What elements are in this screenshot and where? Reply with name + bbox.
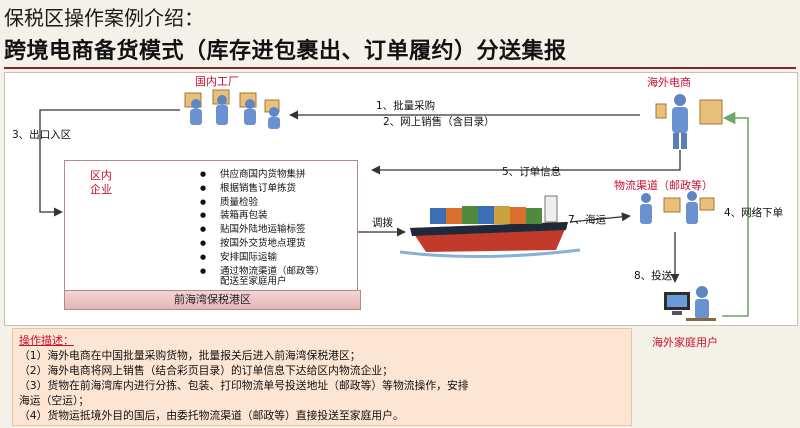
node-domestic-factory: 国内工厂 xyxy=(195,75,239,88)
page-title-intro: 保税区操作案例介绍： xyxy=(4,6,204,30)
title-divider xyxy=(4,67,796,69)
node-overseas-household: 海外家庭用户 xyxy=(652,336,718,349)
node-zone-enterprise-line2: 企业 xyxy=(90,183,112,196)
arrow-order-info xyxy=(371,150,681,175)
household-user-icon xyxy=(664,286,716,321)
bonded-zone-label: 前海湾保税港区 xyxy=(64,290,361,310)
operation-description: 操作描述： （1）海外电商在中国批量采购货物，批量报关后进入前海湾保税港区； （… xyxy=(12,328,632,426)
zone-step-continuation: 配送至家庭用户 xyxy=(220,276,287,288)
zone-step: 根据销售订单拣货 xyxy=(200,182,325,196)
flow-label-6: 调拨 xyxy=(372,217,393,229)
arrow-sea-shipping xyxy=(569,212,631,223)
ecommerce-person-icon xyxy=(655,94,723,149)
zone-step: 供应商国内货物集拼 xyxy=(200,168,325,182)
zone-step: 装箱再包装 xyxy=(200,209,325,223)
description-line: 海运（空运）； xyxy=(19,394,90,407)
flow-label-7: 7、海运 xyxy=(568,214,607,226)
page-title-main: 跨境电商备货模式（库存进包裹出、订单履约）分送集报 xyxy=(4,39,567,64)
zone-step: 按国外交货地点理货 xyxy=(200,237,325,251)
zone-step: 安排国际运输 xyxy=(200,251,325,265)
description-line: （4）货物运抵境外目的国后，由委托物流渠道（邮政等）直接投送至家庭用户。 xyxy=(19,409,404,422)
node-logistics-channel: 物流渠道（邮政等） xyxy=(614,179,713,192)
zone-steps-list: 供应商国内货物集拼 根据销售订单拣货 质量检验 装箱再包装 贴国外陆地运输标签 … xyxy=(200,168,325,289)
node-overseas-ecommerce: 海外电商 xyxy=(647,76,691,89)
zone-step: 质量检验 xyxy=(200,196,325,210)
arrow-online-order xyxy=(722,111,749,317)
logistics-workers-icon xyxy=(640,191,715,224)
description-line: （3）货物在前海湾库内进行分拣、包装、打印物流单号投送地址（邮政等）等物流操作，… xyxy=(19,379,469,392)
flow-label-4: 4、网络下单 xyxy=(724,207,784,219)
cargo-ship-icon xyxy=(399,195,581,259)
arrow-export-into-zone xyxy=(39,109,180,217)
zone-step: 通过物流渠道（邮政等） xyxy=(200,265,325,279)
flow-label-1: 1、批量采购 xyxy=(376,100,436,112)
description-line: （2）海外电商将网上销售（结合彩页目录）的订单信息下达给区内物流企业； xyxy=(19,364,393,377)
flow-label-5: 5、订单信息 xyxy=(502,166,562,178)
flow-label-3: 3、出口入区 xyxy=(12,129,72,141)
description-heading: 操作描述： xyxy=(19,334,74,347)
factory-workers-icon xyxy=(184,89,280,129)
flow-label-8: 8、投送 xyxy=(634,270,673,282)
zone-step: 贴国外陆地运输标签 xyxy=(200,223,325,237)
flow-label-2: 2、网上销售（含目录） xyxy=(383,116,495,128)
node-zone-enterprise-line1: 区内 xyxy=(90,169,112,182)
description-line: （1）海外电商在中国批量采购货物，批量报关后进入前海湾保税港区； xyxy=(19,349,361,362)
